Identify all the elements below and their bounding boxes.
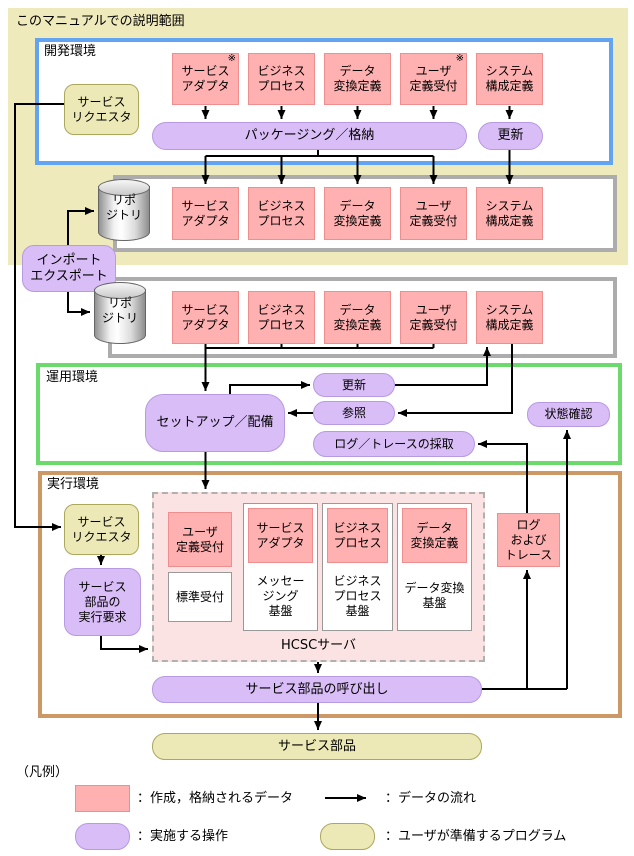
hcsc-data-conversion-label: データ 変換定義 xyxy=(410,520,459,550)
hcsc-data-conversion: データ 変換定義 xyxy=(402,508,467,563)
dev-repository-cylinder: リポ ジトリ xyxy=(98,179,150,241)
dev-artifact-service-adapter: サービス アダプタ ※ xyxy=(172,53,239,105)
scope-label: このマニュアルでの説明範囲 xyxy=(16,14,185,29)
legend-purple-swatch xyxy=(75,823,130,850)
service-call-operation: サービス部品の呼び出し xyxy=(152,676,482,703)
repo-dev-data-conversion-label: データ 変換定義 xyxy=(333,198,382,228)
repo-dev-user-def-reception: ユーザ 定義受付 xyxy=(400,187,467,240)
hcsc-data-conversion-platform-label: データ変換 基盤 xyxy=(404,581,465,610)
status-check-operation: 状態確認 xyxy=(527,402,610,427)
repo-ops-user-def-reception-label: ユーザ 定義受付 xyxy=(409,302,458,332)
dev-env-label: 開発環境 xyxy=(44,44,97,59)
note-mark: ※ xyxy=(455,53,464,64)
repo-ops-data-conversion-label: データ 変換定義 xyxy=(333,302,382,332)
dev-artifact-system-config-label: システム 構成定義 xyxy=(485,64,534,93)
service-component-box: サービス部品 xyxy=(152,733,482,760)
repo-dev-service-adapter: サービス アダプタ xyxy=(172,187,239,240)
repo-dev-system-config-label: システム 構成定義 xyxy=(485,198,534,228)
cylinder-top xyxy=(98,179,150,196)
hcsc-business-process-label: ビジネス プロセス xyxy=(333,520,382,550)
packaging-store-operation: パッケージング／格納 xyxy=(152,122,467,150)
ops-update-operation: 更新 xyxy=(313,373,395,397)
ops-repository-label: リポ ジトリ xyxy=(101,296,138,325)
log-trace-collection-operation: ログ／トレースの採取 xyxy=(313,431,475,457)
repo-ops-service-adapter-label: サービス アダプタ xyxy=(181,302,230,332)
repo-ops-business-process: ビジネス プロセス xyxy=(248,291,315,344)
reference-operation: 参照 xyxy=(313,401,395,425)
hcsc-user-def-reception-label: ユーザ 定義受付 xyxy=(175,524,224,554)
exec-service-requester: サービス リクエスタ xyxy=(64,504,139,555)
dev-artifact-system-config: システム 構成定義 xyxy=(476,53,543,105)
dev-repository-label: リポ ジトリ xyxy=(105,193,142,222)
repo-dev-data-conversion: データ 変換定義 xyxy=(324,187,391,240)
cylinder-top xyxy=(94,282,146,299)
hcsc-server-label: HCSCサーバ xyxy=(280,638,357,654)
dev-service-requester: サービス リクエスタ xyxy=(64,84,139,135)
repo-ops-system-config-label: システム 構成定義 xyxy=(485,302,534,332)
legend-khaki-swatch xyxy=(320,823,375,850)
repo-ops-system-config: システム 構成定義 xyxy=(476,291,543,344)
repo-dev-service-adapter-label: サービス アダプタ xyxy=(181,198,230,228)
hcsc-business-process-platform-label: ビジネス プロセス 基盤 xyxy=(333,573,382,618)
log-and-trace-box: ログ および トレース xyxy=(497,513,560,567)
dev-artifact-data-conversion-label: データ 変換定義 xyxy=(333,64,382,93)
dev-artifact-business-process: ビジネス プロセス xyxy=(248,53,315,105)
legend-operation-label: ：実施する操作 xyxy=(137,829,229,844)
hcsc-messaging-platform-label: メッセー ジング 基盤 xyxy=(256,573,305,618)
legend-data-flow-label: ：データの流れ xyxy=(385,791,477,806)
hcsc-standard-reception: 標準受付 xyxy=(168,572,232,622)
legend-created-data-label: ：作成，格納されるデータ xyxy=(137,791,294,806)
dev-artifact-service-adapter-label: サービス アダプタ xyxy=(181,64,230,93)
legend-title: （凡例） xyxy=(16,765,69,780)
legend-user-program-label: ：ユーザが準備するプログラム xyxy=(385,829,567,844)
hcsc-service-adapter-label: サービス アダプタ xyxy=(256,520,305,550)
repo-dev-user-def-reception-label: ユーザ 定義受付 xyxy=(409,198,458,228)
repo-dev-system-config: システム 構成定義 xyxy=(476,187,543,240)
hcsc-user-def-reception: ユーザ 定義受付 xyxy=(168,512,232,567)
service-exec-request-operation: サービス 部品の 実行要求 xyxy=(64,568,141,636)
dev-update-operation: 更新 xyxy=(478,122,543,150)
setup-deploy-operation: セットアップ／配備 xyxy=(145,394,285,452)
exec-env-label: 実行環境 xyxy=(47,477,100,492)
flow-importexport-to-ops-repo xyxy=(67,292,90,316)
hcsc-service-adapter: サービス アダプタ xyxy=(248,508,313,563)
repo-dev-business-process-label: ビジネス プロセス xyxy=(257,198,306,228)
dev-artifact-user-def-reception: ユーザ 定義受付 ※ xyxy=(400,53,467,105)
repo-ops-service-adapter: サービス アダプタ xyxy=(172,291,239,344)
legend-pink-swatch xyxy=(75,785,130,812)
hcsc-business-process: ビジネス プロセス xyxy=(327,508,388,563)
dev-artifact-business-process-label: ビジネス プロセス xyxy=(257,64,306,93)
note-mark: ※ xyxy=(227,53,236,64)
repo-ops-data-conversion: データ 変換定義 xyxy=(324,291,391,344)
dev-artifact-user-def-reception-label: ユーザ 定義受付 xyxy=(409,64,458,93)
ops-env-label: 運用環境 xyxy=(46,370,99,385)
repo-ops-business-process-label: ビジネス プロセス xyxy=(257,302,306,332)
repo-ops-user-def-reception: ユーザ 定義受付 xyxy=(400,291,467,344)
dev-artifact-data-conversion: データ 変換定義 xyxy=(324,53,391,105)
ops-repository-cylinder: リポ ジトリ xyxy=(94,282,146,344)
repo-dev-business-process: ビジネス プロセス xyxy=(248,187,315,240)
